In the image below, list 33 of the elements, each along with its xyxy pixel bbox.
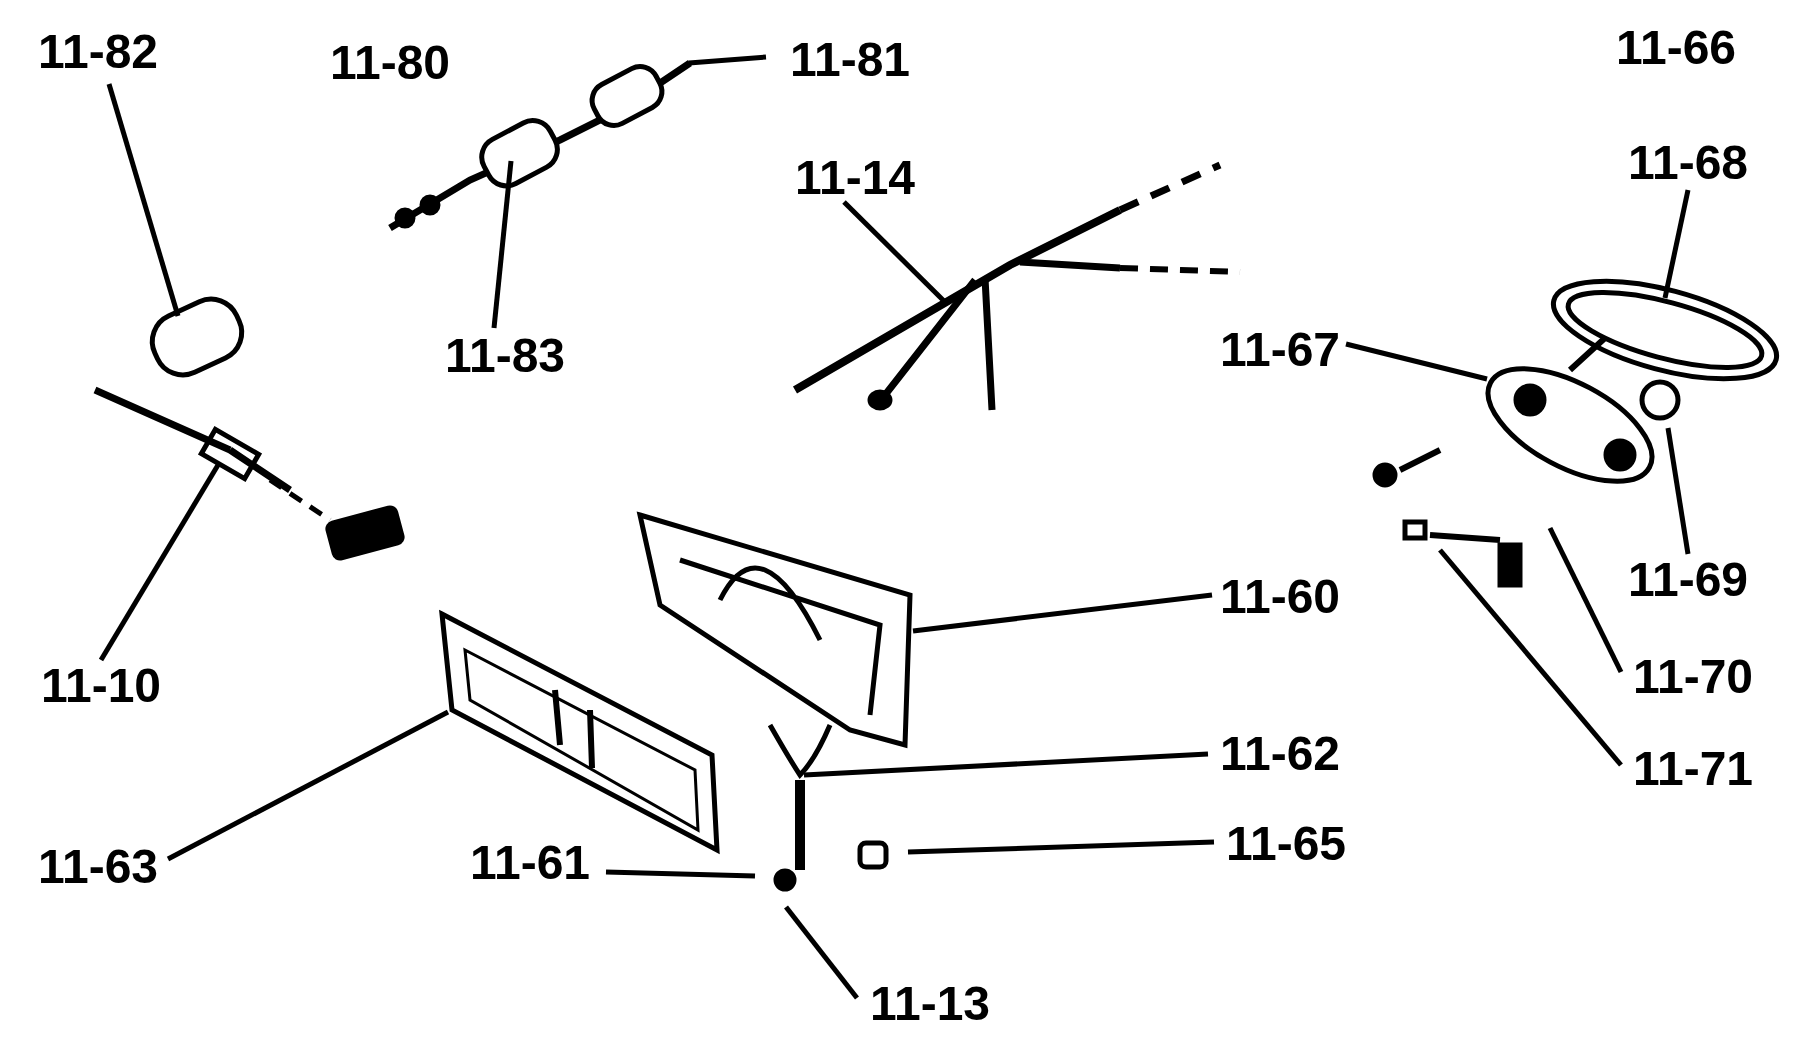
leader-line [688,54,767,66]
part-number: 11-62 [1219,730,1341,778]
part-number: 11-61 [469,839,591,887]
part-number: 11-65 [1225,820,1347,868]
part-number: 11-82 [37,28,159,76]
leader-line [491,160,514,329]
part-number: 11-66 [1615,24,1737,72]
leader-line [784,905,859,1000]
part-number: 11-70 [1632,653,1754,701]
part-number: 11-69 [1627,556,1749,604]
part-number: 11-13 [869,980,991,1028]
part-number: 11-80 [329,39,451,87]
part-number: 11-81 [789,36,911,84]
leader-line [166,709,450,862]
leader-line [98,463,221,662]
leader-line [1547,526,1624,674]
part-number: 11-60 [1219,573,1341,621]
part-number: 11-14 [794,154,916,202]
leader-line [605,869,756,879]
part-number: 11-68 [1627,139,1749,187]
leader-line [912,592,1213,634]
leader-line [106,83,181,317]
part-number: 11-10 [40,662,162,710]
leader-line [1438,548,1623,767]
leader-line [1662,189,1691,299]
leader-line [1665,427,1691,555]
leader-line [1345,341,1488,382]
part-number: 11-71 [1632,745,1754,793]
part-number: 11-63 [37,843,159,891]
leader-line [803,751,1209,778]
part-number: 11-67 [1219,326,1341,374]
leader-line [907,839,1215,855]
part-number: 11-83 [444,332,566,380]
